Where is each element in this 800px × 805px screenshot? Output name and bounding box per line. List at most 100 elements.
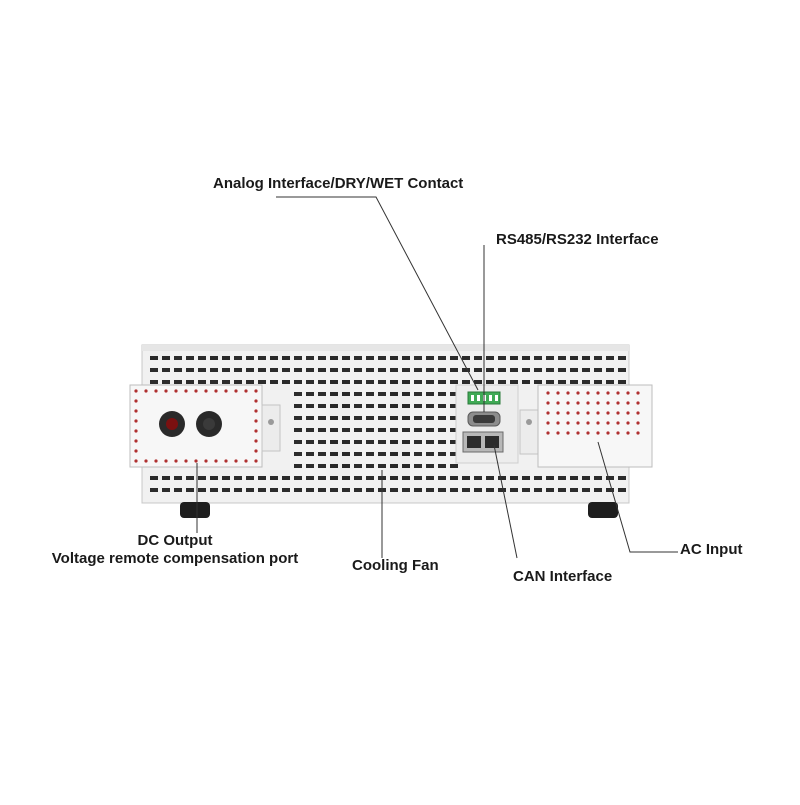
vent-slot <box>294 404 302 408</box>
vent-slot <box>594 488 602 492</box>
vent-slot <box>366 416 374 420</box>
vent-slot <box>150 380 158 384</box>
vent-slot <box>306 380 314 384</box>
vent-slot <box>594 356 602 360</box>
vent-slot <box>390 356 398 360</box>
perforation-dot <box>204 389 208 393</box>
dc-output-label: DC Output <box>137 532 213 549</box>
ac-input-cover <box>537 384 653 468</box>
vent-slot <box>426 416 434 420</box>
vent-slot <box>282 368 290 372</box>
perforation-dot <box>586 401 590 405</box>
vent-slot <box>498 368 506 372</box>
vent-slot <box>402 416 410 420</box>
dc-terminal-right-core <box>203 418 215 430</box>
vent-slot <box>546 368 554 372</box>
perforation-dot <box>566 421 570 425</box>
vent-slot <box>354 392 362 396</box>
vent-slot <box>342 440 350 444</box>
perforation-dot <box>244 459 248 463</box>
vent-slot <box>246 380 254 384</box>
vent-slot <box>294 452 302 456</box>
ac-input-label: AC Input <box>680 541 743 558</box>
vent-slot <box>354 452 362 456</box>
vent-slot <box>402 404 410 408</box>
vent-slot <box>318 440 326 444</box>
vent-slot <box>318 368 326 372</box>
vent-slot <box>198 488 206 492</box>
vent-slot <box>150 368 158 372</box>
vent-slot <box>270 368 278 372</box>
vent-slot <box>438 464 446 468</box>
vent-slot <box>510 368 518 372</box>
ac-bracket <box>519 409 541 455</box>
vent-slot <box>462 356 470 360</box>
perforation-dot <box>134 459 138 463</box>
vent-slot <box>306 356 314 360</box>
vent-slot <box>450 404 458 408</box>
vent-slot <box>174 476 182 480</box>
perforation-dot <box>626 411 630 415</box>
vent-slot <box>486 476 494 480</box>
vent-slot <box>294 392 302 396</box>
perforation-dot <box>556 401 560 405</box>
perforation-dot <box>546 421 550 425</box>
vent-slot <box>270 356 278 360</box>
vent-slot <box>474 356 482 360</box>
vent-slot <box>498 356 506 360</box>
vent-slot <box>414 440 422 444</box>
perforation-dot <box>596 421 600 425</box>
vent-slot <box>510 488 518 492</box>
perforation-dot <box>224 459 228 463</box>
perforation-dot <box>234 459 238 463</box>
vent-slot <box>546 356 554 360</box>
vent-slot <box>402 356 410 360</box>
vent-slot <box>354 380 362 384</box>
vent-slot <box>570 476 578 480</box>
ac-cover-perforations <box>546 391 640 435</box>
vent-slot <box>210 356 218 360</box>
perforation-dot <box>144 389 148 393</box>
vent-slot <box>486 380 494 384</box>
vent-slot <box>294 416 302 420</box>
perforation-dot <box>194 459 198 463</box>
vent-slot <box>174 488 182 492</box>
vent-slot <box>162 368 170 372</box>
vent-slot <box>558 380 566 384</box>
perforation-dot <box>134 429 138 433</box>
vent-slot <box>402 392 410 396</box>
vent-slot <box>402 380 410 384</box>
perforation-dot <box>616 431 620 435</box>
perforation-dot <box>616 411 620 415</box>
vent-slot <box>186 380 194 384</box>
vent-slot <box>342 428 350 432</box>
perforation-dot <box>556 431 560 435</box>
vent-slot <box>522 380 530 384</box>
vent-slot <box>330 404 338 408</box>
vent-slot <box>258 488 266 492</box>
vent-slot <box>414 392 422 396</box>
perforation-dot <box>566 411 570 415</box>
perforation-dot <box>596 411 600 415</box>
vent-slot <box>294 380 302 384</box>
vent-slot <box>210 488 218 492</box>
vent-slot <box>330 356 338 360</box>
vent-slot <box>594 380 602 384</box>
vent-slot <box>378 380 386 384</box>
perforation-dot <box>234 389 238 393</box>
vent-slot <box>150 356 158 360</box>
analog-interface-label: Analog Interface/DRY/WET Contact <box>213 175 464 192</box>
perforation-dot <box>616 391 620 395</box>
vent-slot <box>258 368 266 372</box>
vent-slot <box>222 356 230 360</box>
vent-slot <box>366 476 374 480</box>
vent-slot <box>438 428 446 432</box>
vent-slot <box>342 488 350 492</box>
vent-slot <box>594 368 602 372</box>
perforation-dot <box>606 431 610 435</box>
perforation-dot <box>556 391 560 395</box>
vent-slot <box>426 404 434 408</box>
vent-slot <box>450 392 458 396</box>
vent-slot <box>354 416 362 420</box>
vent-slot <box>210 368 218 372</box>
